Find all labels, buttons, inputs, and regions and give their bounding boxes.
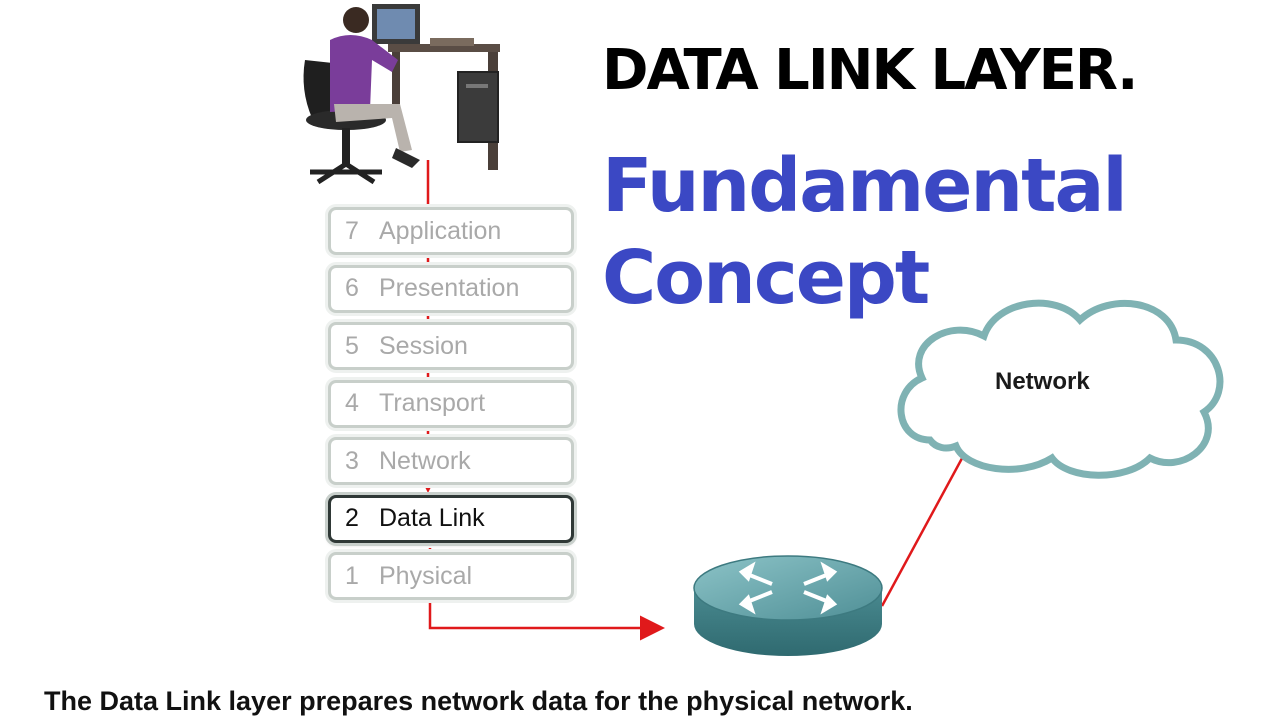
layer-name: Application — [379, 216, 502, 245]
subtitle-line-1: Fundamental — [602, 143, 1128, 229]
layer-name: Physical — [379, 561, 473, 590]
caption: The Data Link layer prepares network dat… — [44, 686, 913, 716]
layer-name: Transport — [379, 389, 486, 417]
layer-number: 3 — [345, 446, 359, 475]
layer-number: 6 — [345, 274, 359, 302]
osi-layer-physical: 1 Physical — [328, 552, 574, 600]
layer-number: 2 — [345, 504, 359, 532]
person-at-computer-icon — [303, 4, 500, 185]
layer-number: 5 — [345, 331, 359, 360]
router-icon — [693, 555, 883, 656]
layer-name: Session — [379, 331, 468, 360]
osi-layer-transport: 4 Transport — [328, 379, 574, 428]
page-subtitle: Fundamental Concept — [602, 140, 1128, 324]
layer-name: Network — [379, 446, 471, 475]
layer-number: 1 — [345, 561, 359, 590]
subtitle-line-2: Concept — [602, 235, 930, 321]
osi-layer-session: 5 Session — [328, 322, 574, 370]
layer-name: Data Link — [379, 504, 485, 532]
layer-number: 7 — [345, 216, 359, 245]
layer-number: 4 — [345, 389, 359, 417]
page-title: DATA LINK LAYER. — [602, 38, 1138, 103]
network-cloud-label: Network — [995, 368, 1090, 395]
osi-layer-data-link: 2 Data Link — [328, 494, 574, 543]
osi-layer-application: 7 Application — [328, 207, 574, 255]
layer-name: Presentation — [379, 274, 520, 302]
osi-layer-presentation: 6 Presentation — [328, 264, 574, 313]
cloud-icon — [897, 299, 1224, 479]
osi-layer-network: 3 Network — [328, 437, 574, 485]
